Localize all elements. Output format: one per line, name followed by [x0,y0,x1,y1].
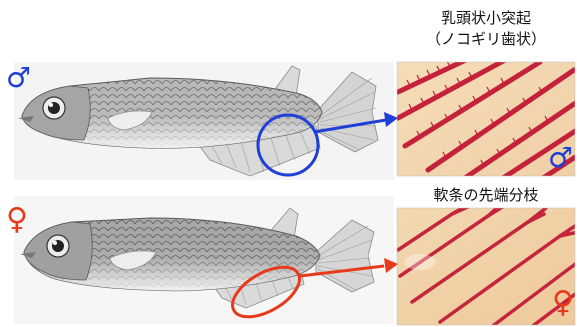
male-caption-line2: （ノコギリ歯状） [397,30,575,49]
female-caption: 軟条の先端分枝 [397,186,575,205]
male-inset-symbol: ♂ [548,144,573,172]
male-caption-line1: 乳頭状小突起 [397,9,575,28]
female-inset-symbol: ♀ [552,288,574,318]
female-fin-closeup [397,205,577,327]
male-symbol: ♂ [6,64,31,92]
female-symbol: ♀ [6,205,28,235]
